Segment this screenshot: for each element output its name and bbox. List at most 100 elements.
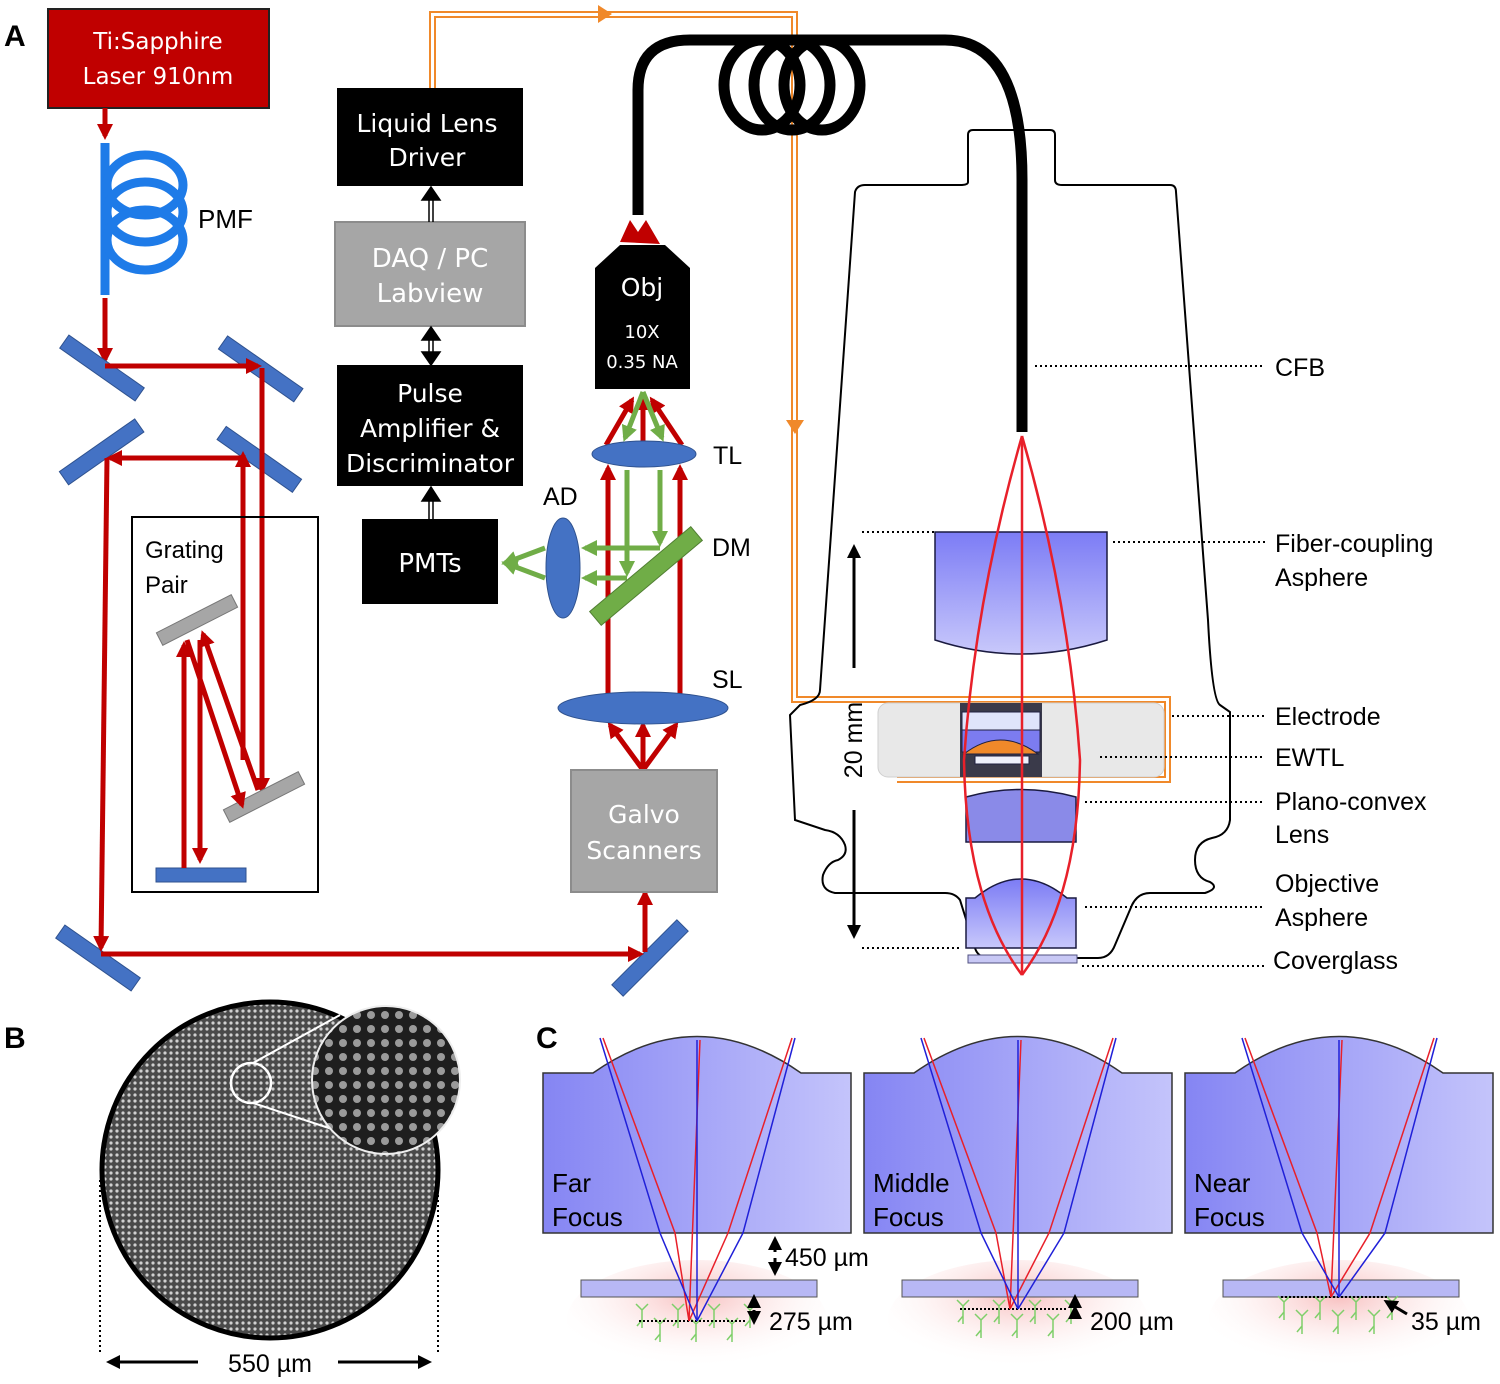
scale-label: 20 mm [840, 702, 868, 778]
neuron-icon [1367, 1309, 1381, 1334]
neuron-icon [956, 1299, 970, 1324]
depth-label: 200 µm [1090, 1308, 1174, 1336]
pmts-box: PMTs [362, 519, 498, 604]
ray-left [599, 1037, 698, 1322]
cfb-label: CFB [1275, 354, 1325, 382]
neuron-icon [1046, 1313, 1060, 1338]
ewtl-label: EWTL [1275, 744, 1345, 772]
pmf-coil-icon [100, 143, 188, 295]
beam-path [93, 358, 653, 962]
emission-beam [501, 391, 668, 586]
signal-arrows [420, 185, 442, 519]
ray-left [920, 1037, 1019, 1310]
coverglass-section [580, 1279, 818, 1298]
scale-550um: 550 µm [99, 1180, 439, 1378]
neuron-icon [1313, 1295, 1327, 1320]
grating-pair-box: Grating Pair [131, 516, 319, 893]
ray-right [688, 1037, 793, 1322]
neuron-icon [1277, 1295, 1291, 1320]
neuron-icon [635, 1303, 649, 1328]
daq-line1: DAQ / PC [372, 244, 488, 274]
coverglass-label: Coverglass [1273, 947, 1398, 975]
dichroic-mirror-icon [588, 525, 704, 627]
pulse-line2: Amplifier & [360, 414, 500, 443]
depth-label: 275 µm [769, 1308, 853, 1336]
galvo-line2: Scanners [586, 836, 701, 865]
laser-box: Ti:Sapphire Laser 910nm [47, 8, 270, 109]
neuron-icon [1295, 1309, 1309, 1334]
lld-line1: Liquid Lens [356, 109, 497, 138]
focus-label-line1: Far [552, 1168, 591, 1198]
plano-convex-label-1: Plano-convex [1275, 788, 1427, 816]
ewtl-window [961, 711, 1041, 731]
ad-label: AD [543, 483, 578, 511]
fiber-bundle-image [99, 999, 461, 1341]
grating-label-line2: Pair [145, 572, 188, 599]
fiber-bundle [632, 34, 1028, 432]
mirror-icon [155, 867, 247, 883]
neuron-icon [1349, 1295, 1363, 1320]
electrode-label: Electrode [1275, 703, 1381, 731]
neuron-icon [1028, 1299, 1042, 1324]
objective-label-2: Asphere [1275, 904, 1368, 932]
working-distance-label: 450 µm [785, 1244, 869, 1272]
neuron-icon [1331, 1309, 1345, 1334]
scan-lens-icon [557, 691, 729, 725]
liquid-lens-driver-box: Liquid Lens Driver [337, 88, 523, 186]
ray-right [1017, 1037, 1117, 1310]
scale-20mm: 20 mm [840, 531, 960, 949]
depth-pointer-arrow [1383, 1299, 1408, 1316]
orange-arrow-icon [786, 420, 804, 434]
sl-label: SL [712, 666, 743, 694]
grating-label-line1: Grating [145, 537, 224, 564]
daq-pc-box: DAQ / PC Labview [334, 221, 526, 327]
pmts-label: PMTs [398, 549, 461, 579]
obj-line2: 10X [624, 322, 659, 343]
objective-box: Obj 10X 0.35 NA [595, 220, 690, 389]
scale-label-b: 550 µm [228, 1350, 312, 1378]
neuron-icon [1010, 1313, 1024, 1338]
lld-line2: Driver [389, 143, 467, 172]
neuron-icon [974, 1313, 988, 1338]
objective-label-1: Objective [1275, 870, 1379, 898]
obj-line1: Obj [621, 273, 664, 302]
zoom-inset-circle [311, 1005, 461, 1155]
mirror-icon [55, 924, 141, 992]
fiber-coupling-label-2: Asphere [1275, 564, 1368, 592]
pmf-label: PMF [198, 204, 253, 234]
mirror-icon [611, 919, 689, 997]
panel-label-a: A [4, 20, 26, 53]
ray-right [1338, 1037, 1438, 1298]
zoom-region-circle [229, 1061, 273, 1105]
laser-label-line2: Laser 910nm [83, 64, 234, 90]
ewtl-meniscus [962, 739, 1040, 755]
focus-label-line1: Middle [873, 1168, 950, 1198]
laser-label-line1: Ti:Sapphire [92, 29, 222, 55]
panel-label-b: B [4, 1022, 26, 1055]
ray-center [1330, 1039, 1343, 1298]
ewtl-base [974, 755, 1030, 765]
pulse-line1: Pulse [397, 379, 463, 408]
tl-label: TL [713, 442, 742, 470]
probe-ray-bundle [962, 435, 1082, 976]
grating-icon [222, 771, 306, 823]
focus-label-line2: Focus [1194, 1202, 1265, 1232]
daq-line2: Labview [377, 279, 484, 309]
probe-housing [788, 129, 1231, 959]
neuron-icon [707, 1303, 721, 1328]
galvo-line1: Galvo [608, 800, 680, 829]
depth-label: 35 µm [1411, 1308, 1481, 1336]
neuron-icon [992, 1299, 1006, 1324]
fiber-coupling-label-1: Fiber-coupling [1275, 530, 1433, 558]
ray-right [1330, 1037, 1435, 1298]
tube-lens-icon [591, 440, 697, 468]
focus-label-line2: Focus [552, 1202, 623, 1232]
neuron-icon [671, 1303, 685, 1328]
focus-label-line1: Near [1194, 1168, 1251, 1198]
probe-labels: CFB Fiber-coupling Asphere Electrode EWT… [1273, 354, 1433, 975]
